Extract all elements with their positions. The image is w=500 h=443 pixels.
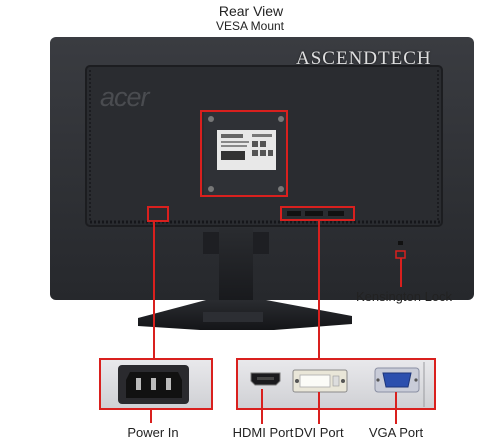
watermark: ASCENDTECH [296, 48, 432, 69]
vga-port-label: VGA Port [368, 425, 424, 440]
ports-highlight-box [280, 206, 355, 221]
kensington-lock-slot [398, 241, 403, 245]
vesa-mount-label: VESA Mount [215, 19, 285, 33]
vesa-highlight-box [200, 110, 288, 197]
vesa-screw [278, 116, 284, 122]
vesa-screw [208, 186, 214, 192]
dvi-port-label: DVI Port [294, 425, 344, 440]
power-in-label: Power In [127, 425, 179, 440]
rear-view-title: Rear View [218, 3, 284, 19]
vesa-screw [208, 116, 214, 122]
hdmi-port-label: HDMI Port [232, 425, 294, 440]
vesa-screw [278, 186, 284, 192]
power-highlight-box [147, 206, 169, 222]
kensington-lock-label: Kensington Lock [355, 289, 453, 304]
acer-logo: acer [100, 82, 150, 112]
